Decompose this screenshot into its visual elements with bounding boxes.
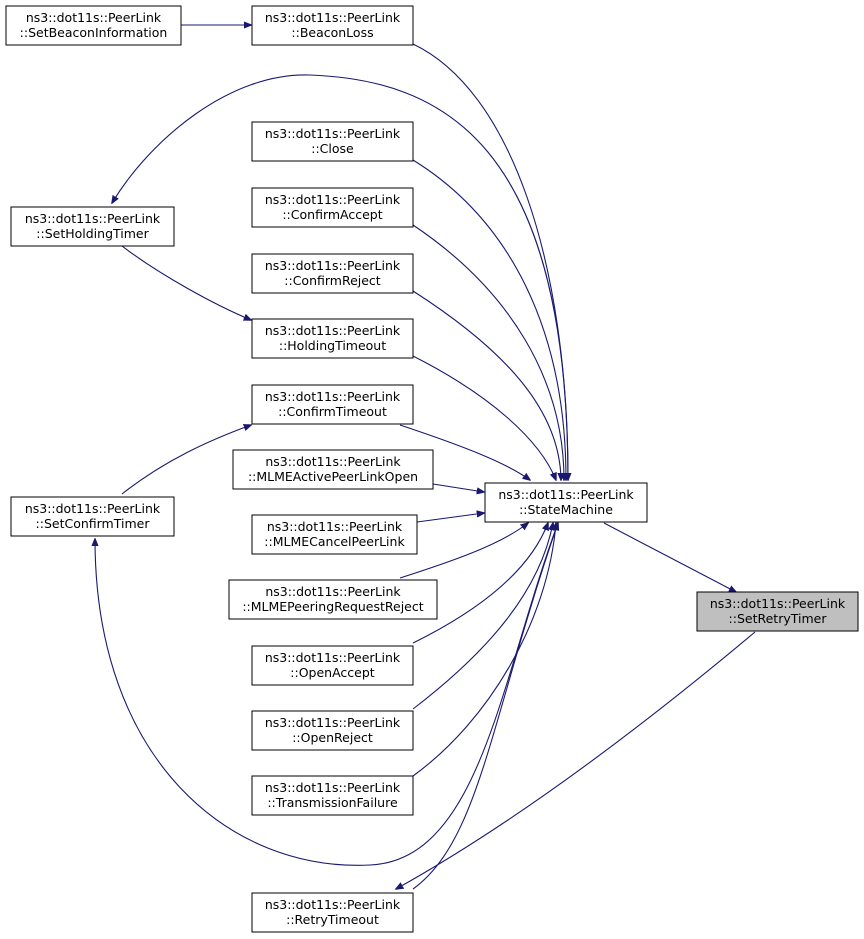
- node-open-reject[interactable]: ns3::dot11s::PeerLink ::OpenReject: [251, 710, 414, 751]
- node-open-accept[interactable]: ns3::dot11s::PeerLink ::OpenAccept: [251, 645, 414, 686]
- node-line1: ns3::dot11s::PeerLink: [265, 454, 401, 469]
- node-line1: ns3::dot11s::PeerLink: [25, 501, 161, 516]
- node-holding-timeout[interactable]: ns3::dot11s::PeerLink ::HoldingTimeout: [251, 318, 414, 359]
- node-mlme-peering-request-reject[interactable]: ns3::dot11s::PeerLink ::MLMEPeeringReque…: [228, 579, 438, 620]
- node-transmission-failure[interactable]: ns3::dot11s::PeerLink ::TransmissionFail…: [251, 775, 414, 816]
- edge-close-to-state-machine: [412, 159, 566, 480]
- node-confirm-timeout[interactable]: ns3::dot11s::PeerLink ::ConfirmTimeout: [251, 384, 414, 425]
- edge-set-holding-timer-to-holding-timeout: [121, 245, 251, 320]
- node-line2: ::SetHoldingTimer: [36, 226, 149, 241]
- edge-transmission-failure-to-state-machine: [412, 523, 556, 777]
- node-line2: ::ConfirmReject: [284, 273, 381, 288]
- node-close[interactable]: ns3::dot11s::PeerLink ::Close: [251, 121, 414, 162]
- edge-mlme-peering-request-reject-to-state-machine: [399, 523, 528, 579]
- node-set-confirm-timer[interactable]: ns3::dot11s::PeerLink ::SetConfirmTimer: [10, 496, 175, 537]
- node-line1: ns3::dot11s::PeerLink: [265, 10, 401, 25]
- node-line1: ns3::dot11s::PeerLink: [265, 584, 401, 599]
- edge-set-retry-timer-to-retry-timeout: [396, 631, 756, 889]
- edge-mlme-cancel-peer-link-to-state-machine: [416, 513, 484, 523]
- node-line2: ::Close: [311, 141, 354, 156]
- node-line1: ns3::dot11s::PeerLink: [267, 519, 403, 534]
- node-line2: ::MLMECancelPeerLink: [264, 534, 405, 549]
- edge-beacon-loss-to-state-machine: [412, 43, 568, 480]
- node-line2: ::MLMEActivePeerLinkOpen: [248, 469, 418, 484]
- node-line1: ns3::dot11s::PeerLink: [265, 715, 401, 730]
- edge-state-machine-to-set-retry-timer: [603, 522, 736, 592]
- node-set-retry-timer[interactable]: ns3::dot11s::PeerLink ::SetRetryTimer: [696, 591, 859, 632]
- node-state-machine[interactable]: ns3::dot11s::PeerLink ::StateMachine: [484, 482, 648, 523]
- node-line1: ns3::dot11s::PeerLink: [265, 389, 401, 404]
- node-mlme-active-peer-link-open[interactable]: ns3::dot11s::PeerLink ::MLMEActivePeerLi…: [232, 449, 434, 490]
- node-line1: ns3::dot11s::PeerLink: [265, 258, 401, 273]
- node-line1: ns3::dot11s::PeerLink: [265, 780, 401, 795]
- edge-open-reject-to-state-machine: [412, 523, 553, 710]
- node-line2: ::ConfirmAccept: [282, 207, 382, 222]
- node-line1: ns3::dot11s::PeerLink: [498, 487, 634, 502]
- edges: [95, 25, 756, 889]
- node-line2: ::MLMEPeeringRequestReject: [242, 599, 423, 614]
- node-line2: ::RetryTimeout: [286, 912, 379, 927]
- edge-state-machine-to-set-holding-timer: [112, 74, 569, 481]
- node-beacon-loss[interactable]: ns3::dot11s::PeerLink ::BeaconLoss: [251, 5, 414, 46]
- node-line1: ns3::dot11s::PeerLink: [25, 211, 161, 226]
- node-confirm-reject[interactable]: ns3::dot11s::PeerLink ::ConfirmReject: [251, 253, 414, 294]
- node-line1: ns3::dot11s::PeerLink: [265, 323, 401, 338]
- node-line2: ::TransmissionFailure: [267, 795, 398, 810]
- node-line1: ns3::dot11s::PeerLink: [265, 192, 401, 207]
- edge-confirm-reject-to-state-machine: [412, 290, 561, 480]
- edge-mlme-active-peer-link-open-to-state-machine: [432, 483, 484, 492]
- node-set-beacon-information[interactable]: ns3::dot11s::PeerLink ::SetBeaconInforma…: [5, 5, 182, 46]
- node-line2: ::OpenReject: [292, 730, 373, 745]
- node-line2: ::OpenAccept: [290, 665, 375, 680]
- node-line2: ::StateMachine: [519, 502, 613, 517]
- node-line1: ns3::dot11s::PeerLink: [265, 126, 401, 141]
- node-line2: ::SetConfirmTimer: [36, 516, 151, 531]
- node-line1: ns3::dot11s::PeerLink: [265, 897, 401, 912]
- node-retry-timeout[interactable]: ns3::dot11s::PeerLink ::RetryTimeout: [251, 892, 414, 933]
- node-line2: ::HoldingTimeout: [279, 338, 386, 353]
- node-line2: ::BeaconLoss: [291, 25, 373, 40]
- node-line1: ns3::dot11s::PeerLink: [265, 650, 401, 665]
- node-line1: ns3::dot11s::PeerLink: [26, 10, 162, 25]
- node-confirm-accept[interactable]: ns3::dot11s::PeerLink ::ConfirmAccept: [251, 187, 414, 228]
- node-set-holding-timer[interactable]: ns3::dot11s::PeerLink ::SetHoldingTimer: [10, 206, 175, 247]
- edge-state-machine-to-set-confirm-timer: [95, 522, 559, 866]
- edge-confirm-timeout-to-state-machine: [399, 424, 530, 480]
- node-line2: ::SetRetryTimer: [729, 611, 828, 626]
- edge-holding-timeout-to-state-machine: [412, 355, 556, 480]
- node-line2: ::SetBeaconInformation: [20, 25, 168, 40]
- node-mlme-cancel-peer-link[interactable]: ns3::dot11s::PeerLink ::MLMECancelPeerLi…: [251, 514, 418, 555]
- edge-open-accept-to-state-machine: [412, 523, 548, 644]
- node-line1: ns3::dot11s::PeerLink: [710, 596, 846, 611]
- edge-confirm-accept-to-state-machine: [412, 224, 564, 480]
- edge-set-confirm-timer-to-confirm-timeout: [121, 425, 251, 495]
- node-line2: ::ConfirmTimeout: [278, 404, 387, 419]
